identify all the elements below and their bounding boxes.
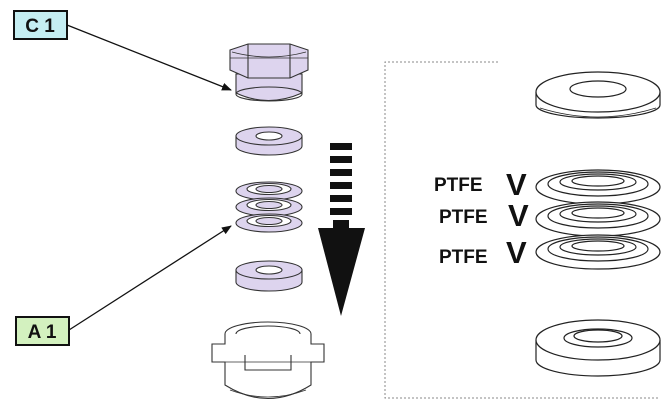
detail-washer-bottom [535, 319, 661, 377]
detail-v-ring-1 [535, 169, 661, 205]
washer-bottom [235, 260, 303, 292]
detail-v-ring-2 [535, 201, 661, 237]
detail-washer-top [535, 71, 661, 119]
a1-leader-line [68, 225, 232, 331]
detail-frame [384, 61, 660, 399]
a1-label-text: A 1 [28, 322, 57, 343]
washer-top [235, 126, 303, 156]
valve-body [211, 321, 325, 400]
v-mark-1: V [506, 167, 527, 202]
v-mark-2: V [508, 198, 529, 233]
ptfe-text-2: PTFE [439, 207, 488, 228]
ptfe-text-1: PTFE [434, 175, 483, 196]
ptfe-text-3: PTFE [439, 247, 488, 268]
c1-label: C 1 [13, 10, 68, 40]
a1-label-box [15, 316, 70, 346]
c1-leader-line [66, 24, 232, 91]
v-ring-2 [235, 197, 303, 217]
c1-label-box [13, 10, 68, 40]
v-ring-1 [235, 181, 303, 201]
v-ring-3 [235, 213, 303, 233]
hex-nut-c1 [229, 43, 309, 102]
a1-label: A 1 [15, 316, 70, 346]
v-mark-3: V [506, 235, 527, 270]
ptfe-label-3: PTFE V [439, 235, 527, 270]
ptfe-label-1: PTFE V [434, 167, 527, 202]
insertion-direction-arrow-icon [318, 143, 365, 316]
c1-label-text: C 1 [25, 16, 55, 37]
detail-v-ring-3 [535, 234, 661, 270]
v-ring-stack [235, 181, 303, 233]
ptfe-label-2: PTFE V [439, 198, 529, 233]
